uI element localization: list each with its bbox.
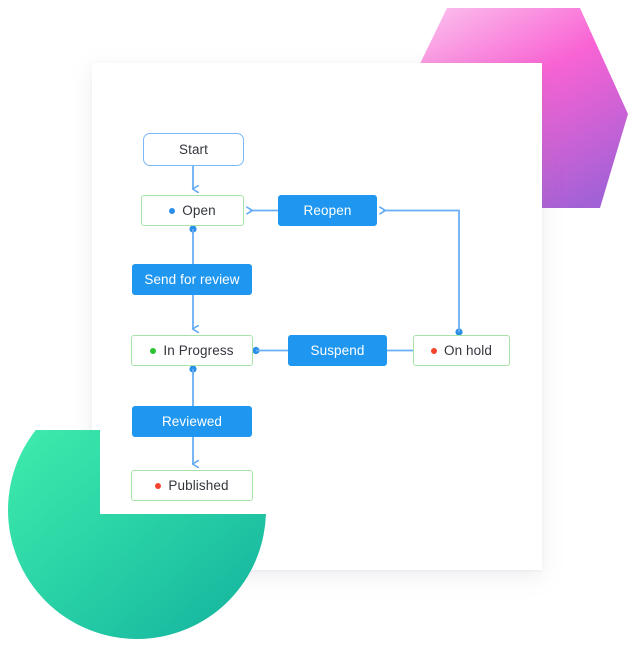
node-reopen-label: Reopen (303, 202, 352, 218)
status-dot-blue (169, 207, 176, 214)
node-suspend-label: Suspend (310, 342, 365, 358)
node-in-progress-label: In Progress (163, 342, 234, 358)
status-dot-red-on-hold (431, 347, 437, 354)
node-on-hold-label: On hold (444, 342, 492, 358)
node-open-label: Open (182, 202, 216, 218)
node-start-label: Start (178, 141, 208, 157)
node-start[interactable]: Start (143, 133, 244, 166)
node-send-for-review[interactable]: Send for review (132, 264, 252, 295)
node-suspend[interactable]: Suspend (288, 335, 387, 366)
status-dot-green (150, 347, 157, 354)
node-open[interactable]: Open (141, 195, 244, 226)
status-dot-red-published (155, 482, 162, 489)
node-published[interactable]: Published (131, 470, 253, 501)
node-send-for-review-label: Send for review (144, 271, 240, 287)
node-published-label: Published (168, 477, 229, 493)
node-reviewed[interactable]: Reviewed (132, 406, 252, 437)
node-reopen[interactable]: Reopen (278, 195, 377, 226)
node-in-progress[interactable]: In Progress (131, 335, 253, 366)
node-on-hold[interactable]: On hold (413, 335, 510, 366)
node-reviewed-label: Reviewed (161, 413, 223, 429)
